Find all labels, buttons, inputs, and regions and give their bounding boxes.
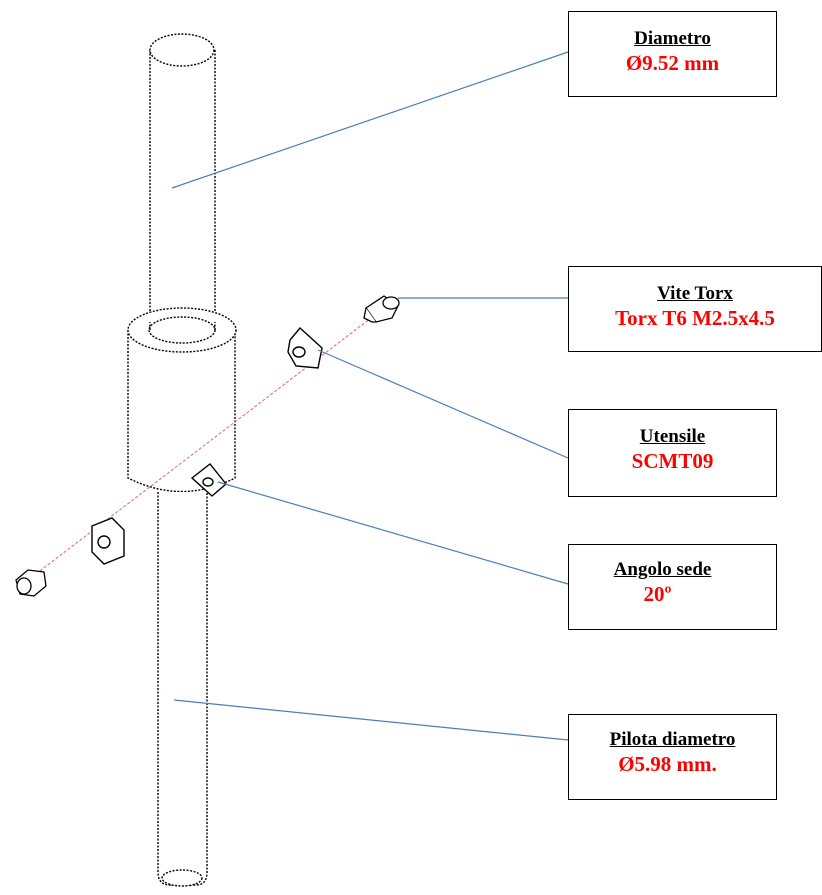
callout-utensile: Utensile SCMT09 [568, 409, 777, 497]
torx-screw-left [15, 569, 47, 597]
callout-title: Utensile [639, 426, 706, 447]
callout-value: Ø5.98 mm. [618, 752, 717, 776]
callout-diametro: Diametro Ø9.52 mm [568, 11, 777, 97]
tool-body [127, 307, 237, 493]
callout-value: SCMT09 [631, 449, 714, 473]
leader-pilota [173, 699, 569, 741]
insert-right [287, 326, 323, 369]
pilot-shaft [157, 492, 208, 887]
callout-title: Angolo sede [613, 559, 712, 580]
callout-value: 20º [643, 582, 672, 606]
callout-angolo-sede: Angolo sede 20º [568, 544, 777, 630]
callout-title: Diametro [634, 28, 711, 49]
torx-screw-right [363, 295, 400, 323]
callout-value: Torx T6 M2.5x4.5 [615, 306, 775, 330]
leader-diametro [171, 51, 569, 189]
leader-angolo-sede [217, 481, 569, 585]
callout-value: Ø9.52 mm [625, 51, 720, 75]
callout-vite-torx: Vite Torx Torx T6 M2.5x4.5 [568, 266, 822, 352]
callout-pilota-diametro: Pilota diametro Ø5.98 mm. [568, 714, 777, 800]
upper-shank [149, 33, 216, 331]
callout-title: Vite Torx [657, 283, 733, 304]
callout-title: Pilota diametro [609, 729, 736, 750]
leader-utensile [317, 349, 569, 459]
insert-left [91, 517, 125, 565]
insert-axis [27, 301, 393, 581]
